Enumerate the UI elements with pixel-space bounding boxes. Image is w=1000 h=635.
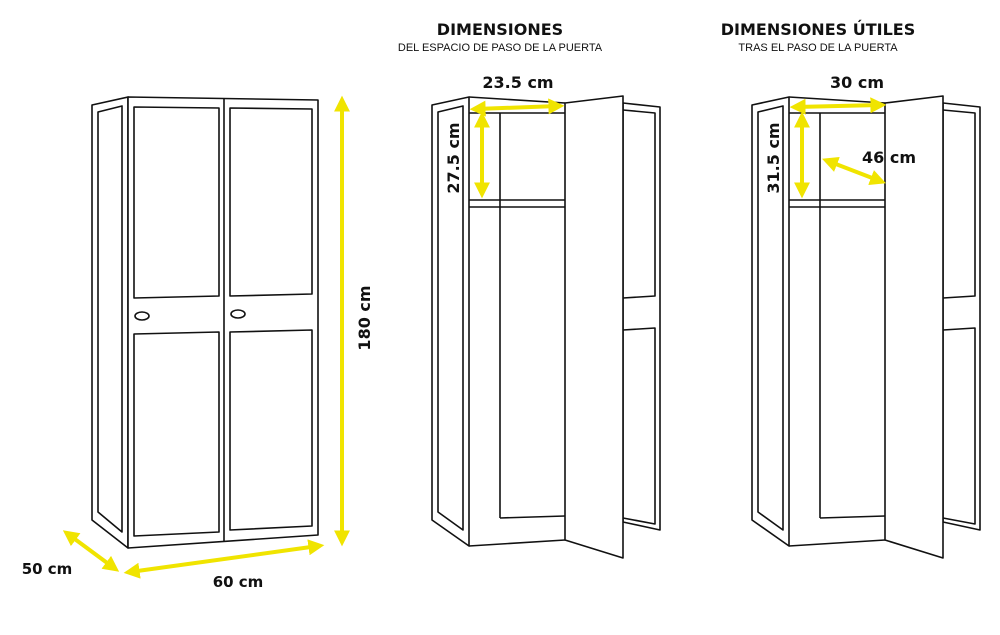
section1-subtitle: DEL ESPACIO DE PASO DE LA PUERTA <box>398 42 603 54</box>
width-label: 60 cm <box>213 573 264 591</box>
section1-height-label: 27.5 cm <box>444 122 463 193</box>
section2-depth-label: 46 cm <box>862 148 916 167</box>
section2-subtitle: TRAS EL PASO DE LA PUERTA <box>738 42 898 54</box>
section2-height-label: 31.5 cm <box>764 122 783 193</box>
section1-width-label: 23.5 cm <box>482 73 553 92</box>
section2-width-label: 30 cm <box>830 73 884 92</box>
depth-label: 50 cm <box>22 560 73 578</box>
handle-right <box>230 309 246 319</box>
section1-title: DIMENSIONES <box>437 20 563 39</box>
width-arrow <box>123 539 325 579</box>
height-label: 180 cm <box>355 285 374 350</box>
open-wardrobe-left <box>431 95 661 559</box>
section1-width-arrow <box>469 98 565 117</box>
section2-width-arrow <box>789 97 887 115</box>
depth-arrow <box>62 530 120 572</box>
handle-left <box>134 311 150 321</box>
section2-title: DIMENSIONES ÚTILES <box>721 20 915 39</box>
section2-depth-arrow <box>822 156 886 186</box>
closed-wardrobe <box>91 96 319 549</box>
